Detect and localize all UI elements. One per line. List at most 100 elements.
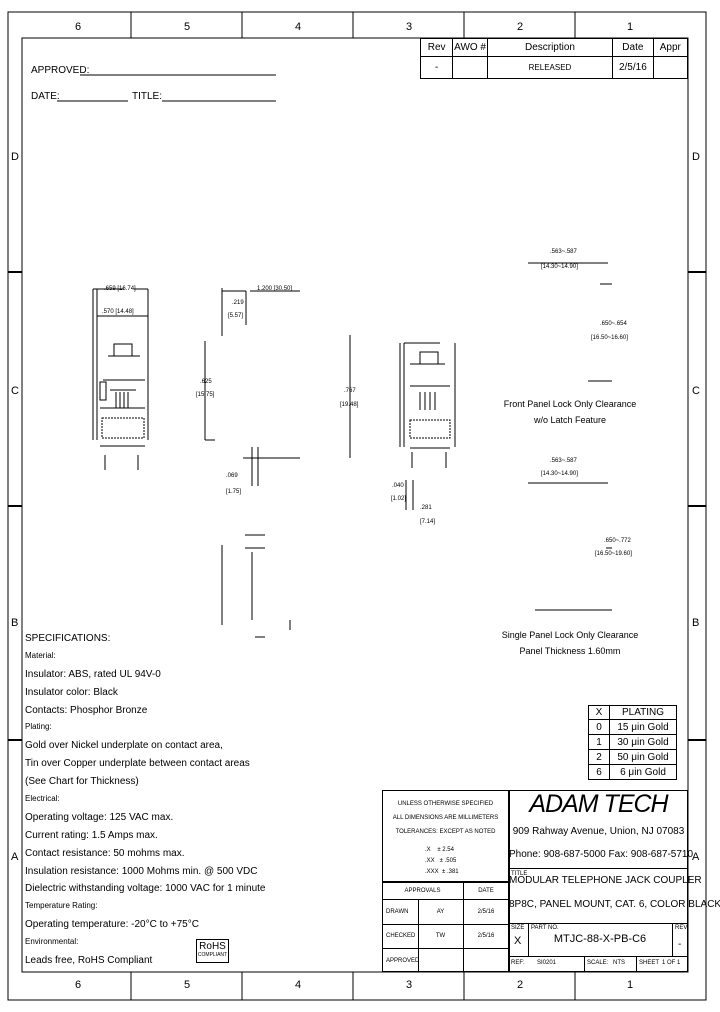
spec-line: Operating temperature: -20°C to +75°C bbox=[25, 919, 199, 931]
dim-label: [19.48] bbox=[340, 402, 359, 408]
zone-top-4: 4 bbox=[294, 21, 302, 33]
dim-label: .650~.654 bbox=[600, 321, 627, 327]
zone-top-5: 5 bbox=[183, 21, 191, 33]
approvals-header: APPROVALS bbox=[404, 888, 441, 894]
dim-label: .650~.772 bbox=[604, 538, 631, 544]
zone-top-6: 6 bbox=[74, 21, 82, 33]
zone-top-3: 3 bbox=[405, 21, 413, 33]
tolerance-line-3: TOLERANCES: EXCEPT AS NOTED bbox=[395, 829, 496, 835]
title-block-divider bbox=[584, 956, 585, 972]
spec-line: Temperature Rating: bbox=[25, 901, 98, 911]
spec-line: SPECIFICATIONS: bbox=[25, 633, 111, 644]
company-name: ADAM TECH bbox=[529, 790, 668, 818]
revision-table: Rev AWO # Description Date Appr - RELEAS… bbox=[419, 38, 689, 79]
zone-top-1: 1 bbox=[626, 21, 634, 33]
dim-label: .563~.587 bbox=[550, 458, 577, 464]
part-no-label: PART NO. bbox=[531, 925, 559, 931]
tolerances-box bbox=[382, 790, 509, 882]
zone-right-B: B bbox=[692, 617, 700, 629]
spec-line: Dielectric withstanding voltage: 1000 VA… bbox=[25, 883, 266, 895]
specifications-block: SPECIFICATIONS: Material: Insulator: ABS… bbox=[25, 633, 355, 973]
spec-line: Insulator color: Black bbox=[25, 686, 118, 698]
zone-left-A: A bbox=[11, 851, 19, 863]
plating-value: 50 μin Gold bbox=[609, 749, 677, 765]
size-label: SIZE bbox=[511, 925, 525, 931]
rev-header-description: Description bbox=[486, 38, 614, 57]
rohs-badge: RoHS COMPLIANT bbox=[196, 939, 229, 963]
approval-initials-checked: TW bbox=[435, 933, 446, 939]
spec-line: Insulation resistance: 1000 Mohms min. @… bbox=[25, 865, 258, 877]
rev-value: - bbox=[678, 939, 682, 950]
dim-label: .570 [14.48] bbox=[102, 309, 134, 315]
front-panel-note-2: w/o Latch Feature bbox=[533, 415, 607, 425]
dim-label: [7.14] bbox=[420, 519, 436, 525]
dim-label: .040 bbox=[392, 483, 404, 489]
approved-label: APPROVED: bbox=[31, 65, 90, 76]
spec-line: Tin over Copper underplate between conta… bbox=[25, 758, 250, 770]
zone-left-B: B bbox=[11, 617, 19, 629]
approvals-divider bbox=[463, 882, 464, 972]
dim-label: .281 bbox=[420, 505, 432, 511]
spec-line: Electrical: bbox=[25, 794, 60, 804]
tolerance-xx: .XX ± .505 bbox=[425, 858, 457, 864]
tolerance-x: .X ± 2.54 bbox=[425, 847, 454, 853]
front-panel-note-1: Front Panel Lock Only Clearance bbox=[503, 399, 637, 409]
rev-row-rev: - bbox=[419, 56, 454, 79]
company-phone: Phone: 908-687-5000 Fax: 908-687-5710 bbox=[509, 849, 694, 860]
size-value: X bbox=[514, 935, 522, 947]
approvals-divider bbox=[382, 924, 509, 925]
zone-right-D: D bbox=[692, 151, 700, 163]
rev-row-appr bbox=[652, 56, 689, 79]
tolerance-line-2: ALL DIMENSIONS ARE MILLIMETERS bbox=[392, 815, 499, 821]
spec-line: Contact resistance: 50 mohms max. bbox=[25, 847, 185, 859]
plating-header-plating: PLATING bbox=[609, 705, 677, 720]
dim-label: 1.200 [30.50] bbox=[257, 286, 293, 292]
ref-value: SI0201 bbox=[537, 960, 557, 966]
approval-role-drawn: DRAWN bbox=[386, 909, 409, 915]
approvals-divider bbox=[382, 899, 509, 900]
zone-bottom-2: 2 bbox=[516, 979, 524, 991]
approval-role-checked: CHECKED bbox=[386, 933, 416, 939]
approvals-date-header: DATE bbox=[478, 888, 494, 894]
dim-label: [15.75] bbox=[196, 392, 215, 398]
rev-row-date: 2/5/16 bbox=[612, 56, 654, 79]
dim-label: [16.50~19.60] bbox=[595, 551, 632, 557]
zone-left-D: D bbox=[11, 151, 19, 163]
scale-label: SCALE: bbox=[587, 960, 609, 966]
rev-header-date: Date bbox=[612, 38, 654, 57]
drawing-title-line-1: MODULAR TELEPHONE JACK COUPLER bbox=[509, 875, 702, 886]
dim-label: [1.02] bbox=[391, 496, 407, 502]
dim-label: .069 bbox=[226, 473, 238, 479]
approvals-box bbox=[382, 882, 509, 972]
title-block-divider bbox=[509, 923, 688, 924]
rev-label: REV bbox=[675, 925, 688, 931]
approvals-divider bbox=[382, 948, 509, 949]
dim-label: .659 [16.74] bbox=[104, 286, 136, 292]
plating-value: 15 μin Gold bbox=[609, 719, 677, 735]
plating-value: 30 μin Gold bbox=[609, 734, 677, 750]
tolerance-xxx: .XXX ± .381 bbox=[425, 869, 459, 875]
approval-date-checked: 2/5/16 bbox=[477, 933, 495, 939]
dim-label: [14.30~14.90] bbox=[541, 264, 578, 270]
zone-right-A: A bbox=[692, 851, 700, 863]
drawing-title-line-2: 8P8C, PANEL MOUNT, CAT. 6, COLOR BLACK bbox=[509, 899, 720, 910]
spec-line: Plating: bbox=[25, 722, 52, 732]
part-no-value: MTJC-88-X-PB-C6 bbox=[553, 933, 647, 945]
title-label: TITLE: bbox=[132, 91, 163, 102]
title-field-label: TITLE bbox=[511, 871, 528, 877]
spec-line: Environmental: bbox=[25, 937, 79, 947]
rev-header-rev: Rev bbox=[419, 38, 454, 57]
approvals-divider bbox=[418, 899, 419, 972]
title-block-divider bbox=[509, 790, 510, 972]
zone-bottom-4: 4 bbox=[294, 979, 302, 991]
ref-label: REF: bbox=[511, 960, 525, 966]
title-block-divider bbox=[672, 923, 673, 956]
dim-label: .219 bbox=[232, 300, 244, 306]
spec-line: Contacts: Phosphor Bronze bbox=[25, 704, 148, 716]
tolerance-line-1: UNLESS OTHERWISE SPECIFIED bbox=[397, 801, 494, 807]
spec-line: Material: bbox=[25, 650, 56, 660]
dim-label: .563~.587 bbox=[550, 249, 577, 255]
company-address: 909 Rahway Avenue, Union, NJ 07083 bbox=[512, 826, 685, 837]
dim-label: [14.30~14.90] bbox=[541, 471, 578, 477]
